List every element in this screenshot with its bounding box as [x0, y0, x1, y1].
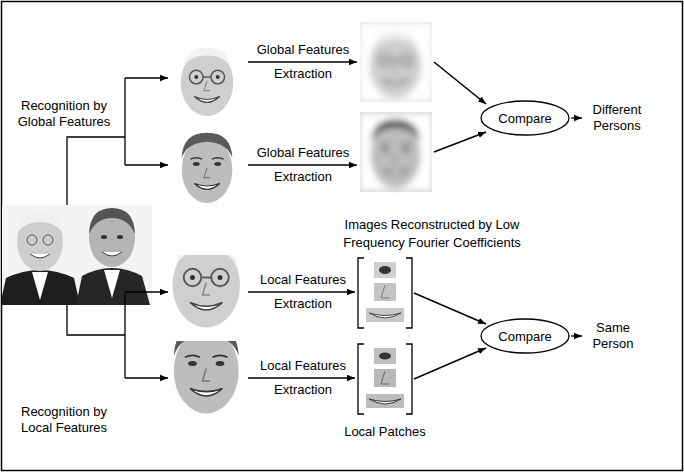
face-closeup: [160, 316, 254, 416]
step-label: Global Features Extraction: [248, 141, 358, 189]
node-text: Compare: [498, 329, 551, 344]
node-text: Compare: [498, 111, 551, 126]
flow-arrow: [248, 61, 357, 62]
face-image: [171, 40, 244, 118]
flow-arrow: [125, 77, 168, 78]
flow-arrow: [571, 335, 582, 336]
branch-label: Recognition by Global Features: [10, 98, 118, 130]
blurred-face: [360, 112, 432, 192]
flow-arrow: [414, 348, 486, 379]
input-photo: [2, 205, 152, 305]
compare-ellipse: Compare: [480, 318, 570, 354]
flow-arrow: [125, 377, 168, 378]
flow-arrow: [125, 291, 168, 292]
blurred-face: [360, 22, 432, 102]
compare-ellipse: Compare: [480, 100, 570, 136]
step-label: Global Features Extraction: [248, 38, 358, 86]
flow-arrow: [434, 132, 486, 152]
caption-label: Local Patches: [335, 424, 435, 440]
branch-label: Recognition by Local Features: [10, 404, 118, 436]
branch-line: [67, 292, 125, 378]
step-label: Local Features Extraction: [248, 354, 358, 402]
patch-bracket: [358, 258, 412, 328]
face-closeup: [160, 230, 254, 330]
flow-arrow: [248, 291, 355, 292]
flow-arrow: [434, 62, 486, 104]
flow-arrow: [125, 164, 168, 165]
face-image: [171, 127, 244, 205]
branch-line: [67, 78, 125, 205]
flow-arrow: [248, 164, 357, 165]
note-label: Images Reconstructed by Low Frequency Fo…: [327, 216, 537, 252]
flow-arrow: [571, 117, 582, 118]
flow-arrow: [414, 293, 486, 324]
result-label: Different Persons: [585, 102, 649, 134]
step-label: Local Features Extraction: [248, 268, 358, 316]
patch-bracket: [358, 344, 412, 414]
flow-arrow: [248, 377, 355, 378]
result-label: Same Person: [585, 320, 641, 352]
